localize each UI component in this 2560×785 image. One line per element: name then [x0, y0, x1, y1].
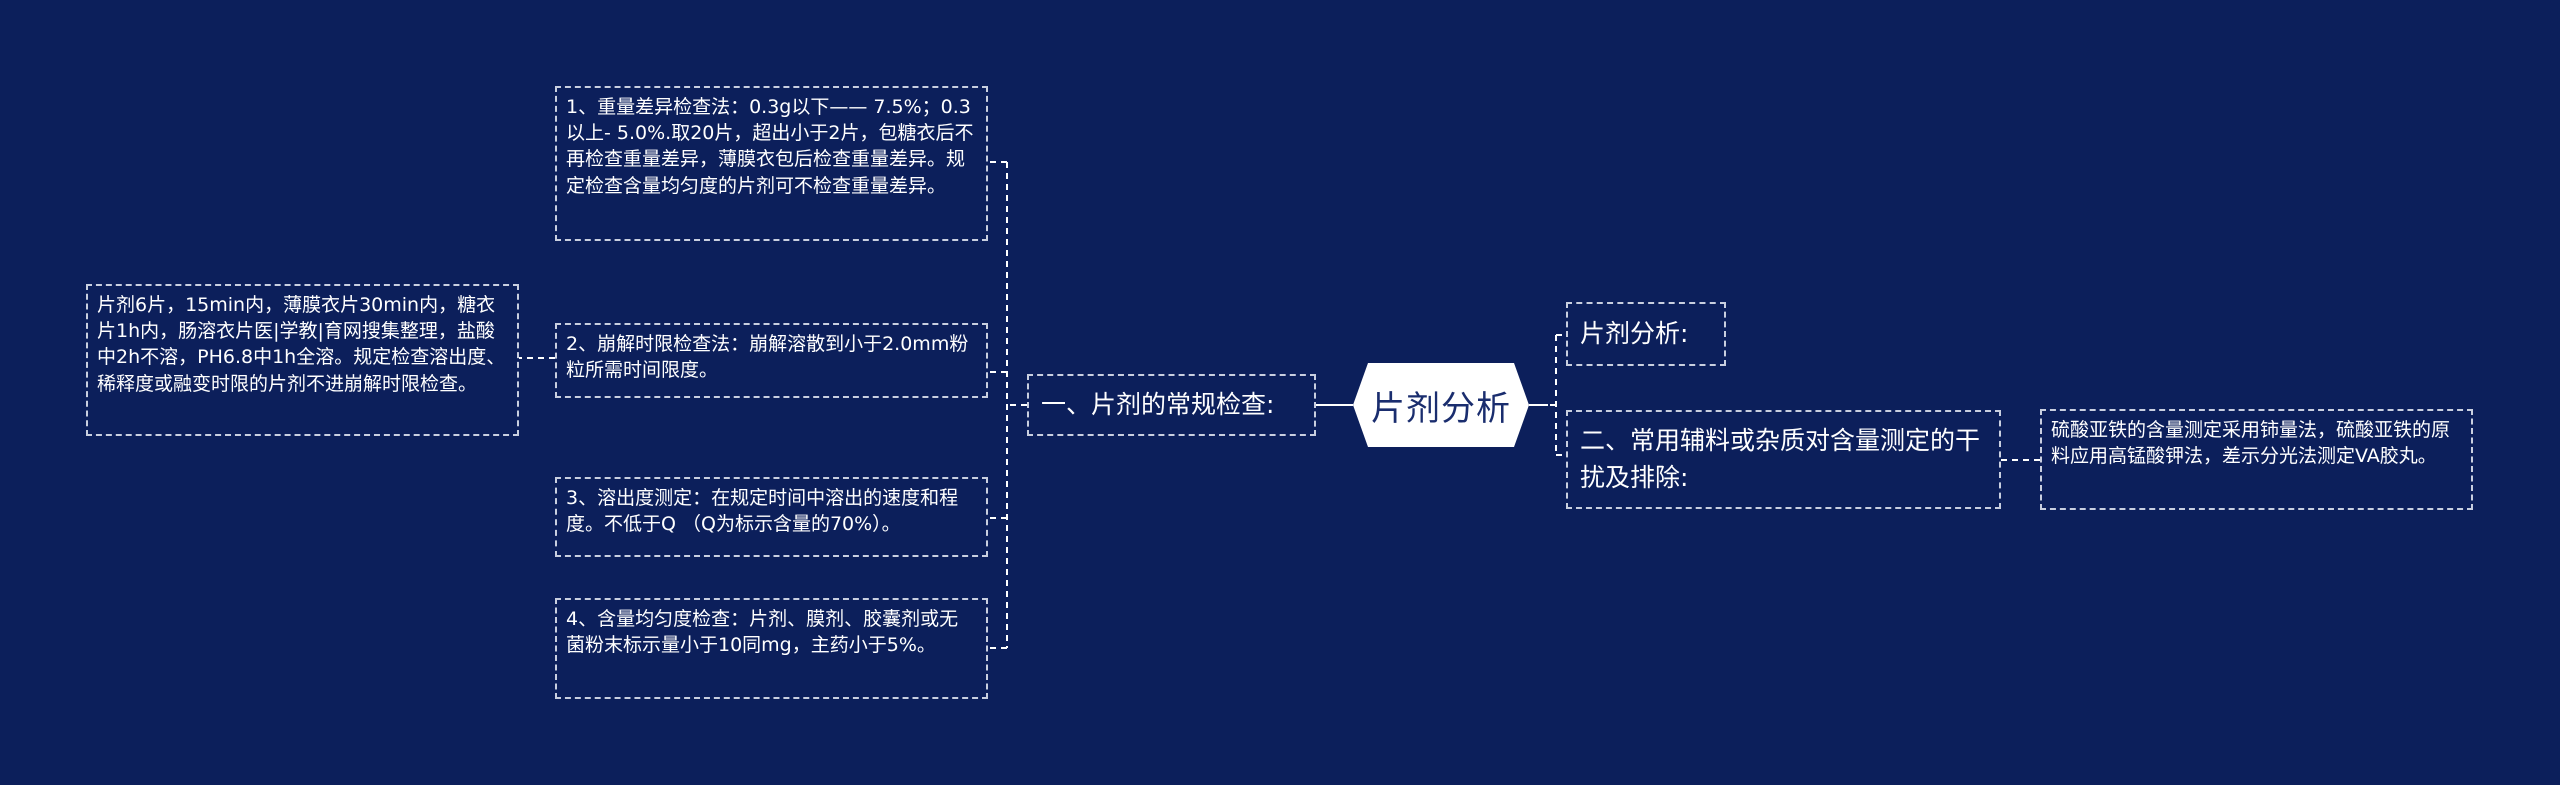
left-item-1-label: 1、重量差异检查法：0.3g以下—— 7.5%；0.3以上- 5.0%.取20片… — [566, 96, 974, 197]
root-shape — [1353, 363, 1529, 447]
left-item-2-label: 2、崩解时限检查法：崩解溶散到小于2.0mm粉粒所需时间限度。 — [566, 333, 969, 382]
left-branch-node[interactable]: 一、片剂的常规检查: — [1027, 374, 1316, 436]
right-branch-2[interactable]: 二、常用辅料或杂质对含量测定的干扰及排除: — [1566, 410, 2001, 509]
root-node[interactable]: 片剂分析 — [1353, 363, 1529, 447]
left-item-2-detail[interactable]: 片剂6片，15min内，薄膜衣片30min内，糖衣片1h内，肠溶衣片医|学教|育… — [86, 284, 519, 436]
left-item-4[interactable]: 4、含量均匀度检查：片剂、膜剂、胶囊剂或无菌粉末标示量小于10同mg，主药小于5… — [555, 598, 988, 699]
root-label: 片剂分析 — [1371, 388, 1511, 429]
right-branch-2-detail[interactable]: 硫酸亚铁的含量测定采用铈量法，硫酸亚铁的原料应用高锰酸钾法，差示分光法测定VA胶… — [2040, 409, 2473, 510]
left-item-2[interactable]: 2、崩解时限检查法：崩解溶散到小于2.0mm粉粒所需时间限度。 — [555, 323, 988, 398]
link-left-trunk — [988, 161, 1027, 649]
left-item-1[interactable]: 1、重量差异检查法：0.3g以下—— 7.5%；0.3以上- 5.0%.取20片… — [555, 86, 988, 241]
right-branch-2-label: 二、常用辅料或杂质对含量测定的干扰及排除: — [1580, 426, 1981, 492]
right-branch-2-detail-label: 硫酸亚铁的含量测定采用铈量法，硫酸亚铁的原料应用高锰酸钾法，差示分光法测定VA胶… — [2051, 419, 2451, 468]
left-item-3[interactable]: 3、溶出度测定：在规定时间中溶出的速度和程度。不低于Q （Q为标示含量的70%）… — [555, 477, 988, 557]
right-branch-1[interactable]: 片剂分析: — [1566, 302, 1726, 366]
left-item-4-label: 4、含量均匀度检查：片剂、膜剂、胶囊剂或无菌粉末标示量小于10同mg，主药小于5… — [566, 608, 959, 657]
right-branch-1-label: 片剂分析: — [1580, 318, 1689, 348]
left-branch-label: 一、片剂的常规检查: — [1041, 389, 1275, 419]
link-right-trunk — [1548, 334, 1566, 456]
left-item-2-detail-label: 片剂6片，15min内，薄膜衣片30min内，糖衣片1h内，肠溶衣片医|学教|育… — [97, 294, 506, 395]
left-item-3-label: 3、溶出度测定：在规定时间中溶出的速度和程度。不低于Q （Q为标示含量的70%）… — [566, 487, 959, 536]
